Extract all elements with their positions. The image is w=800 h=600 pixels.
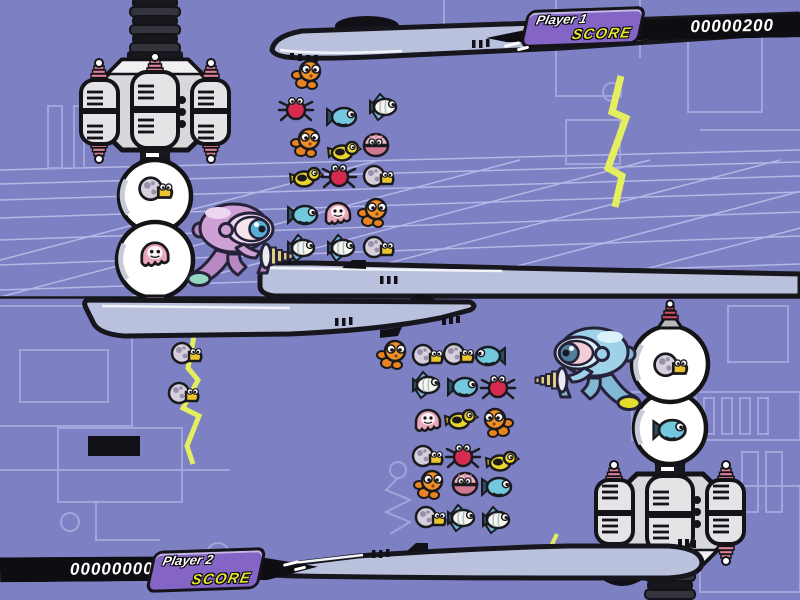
creature-bluefish[interactable]	[445, 371, 481, 403]
player1-label: Player 1	[534, 10, 589, 28]
creature-bluefish[interactable]	[479, 471, 515, 503]
player2-badge: Player 2 SCORE	[145, 547, 267, 593]
player1-score-label: SCORE	[570, 25, 634, 44]
player2-score-label: SCORE	[189, 570, 253, 589]
player2-label: Player 2	[161, 551, 215, 569]
creature-bird[interactable]	[325, 136, 363, 168]
circuit-chip	[88, 436, 140, 456]
creature-jellyfish[interactable]	[410, 406, 446, 438]
lightning-bolt-right	[603, 75, 631, 208]
creature-angelfish[interactable]	[366, 91, 402, 123]
creature-bird[interactable]	[483, 446, 521, 478]
creature-spider[interactable]	[277, 94, 315, 126]
player2-score-value: 00000000	[69, 559, 154, 579]
creature-hermit-crab[interactable]	[409, 443, 445, 475]
creature-bluefish[interactable]	[324, 101, 360, 133]
creature-clam[interactable]	[447, 469, 483, 501]
creature-bird[interactable]	[442, 404, 480, 436]
creature-jellyfish[interactable]	[320, 199, 356, 231]
creature-spider[interactable]	[444, 441, 482, 473]
creature-hermit-crab[interactable]	[412, 504, 448, 536]
creature-bird[interactable]	[287, 162, 325, 194]
creature-goldfish[interactable]	[412, 469, 448, 501]
creature-hermit-crab[interactable]	[409, 342, 445, 374]
creature-angelfish[interactable]	[444, 502, 480, 534]
platform-middle-left	[82, 294, 477, 339]
creature-angelfish[interactable]	[479, 504, 515, 536]
creature-goldfish[interactable]	[479, 407, 515, 439]
player1-character[interactable]	[186, 198, 296, 290]
creature-angelfish[interactable]	[409, 369, 445, 401]
creature-hermit-crab[interactable]	[165, 380, 201, 412]
player1-score-value: 00000200	[690, 15, 775, 37]
creature-clam[interactable]	[358, 130, 394, 162]
creature-goldfish[interactable]	[289, 127, 325, 159]
creature-spider[interactable]	[479, 372, 517, 404]
creature-goldfish[interactable]	[356, 197, 392, 229]
lightning-bolt-left	[179, 335, 203, 465]
player2-character[interactable]	[532, 322, 642, 414]
creature-hermit-crab[interactable]	[360, 163, 396, 195]
player1-badge: Player 1 SCORE	[519, 5, 647, 49]
creature-spider[interactable]	[320, 161, 358, 193]
